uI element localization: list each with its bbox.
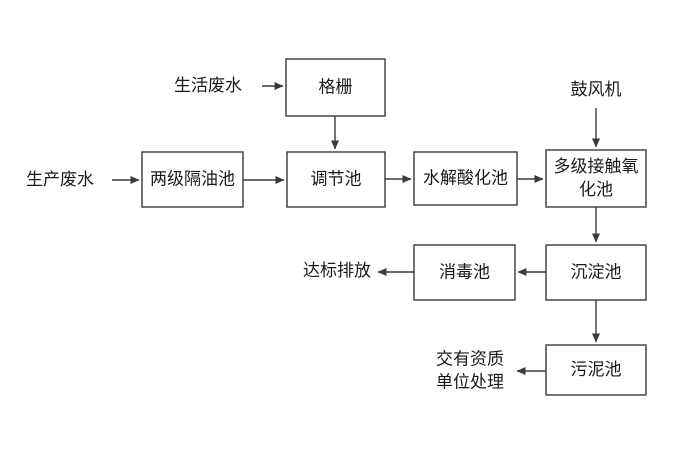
node-label-oil_sep-line: 两级隔油池 (150, 170, 235, 190)
free-label-production_ww-line: 生产废水 (26, 170, 94, 190)
node-label-sludge-line: 污泥池 (571, 360, 622, 380)
node-label-sediment-line: 沉淀池 (571, 263, 622, 283)
node-box-contact_oxid[interactable] (545, 149, 647, 208)
node-box-sludge[interactable] (545, 344, 647, 396)
node-box-sediment[interactable] (545, 244, 647, 301)
node-box-hydrolysis[interactable] (413, 151, 518, 206)
edge-layer (112, 82, 600, 375)
free-label-blower-line: 鼓风机 (571, 80, 622, 100)
free-label-qualified_unit-line: 交有资质 (436, 350, 504, 370)
node-box-grille[interactable] (285, 58, 386, 117)
free-label-domestic_ww-line: 生活废水 (174, 76, 242, 96)
node-label-disinfect-line: 消毒池 (439, 263, 490, 283)
node-label-hydrolysis-line: 水解酸化池 (423, 169, 508, 189)
node-box-oil_sep[interactable] (141, 151, 244, 208)
node-box-regulating[interactable] (286, 151, 386, 208)
node-label-contact_oxid-line: 化池 (579, 180, 613, 200)
node-box-disinfect[interactable] (413, 244, 516, 301)
free-label-qualified_unit-line: 单位处理 (436, 373, 504, 393)
node-label-regulating-line: 调节池 (311, 170, 362, 190)
node-label-contact_oxid-line: 多级接触氧 (554, 157, 639, 177)
node-label-grille-line: 格栅 (319, 78, 353, 98)
free-label-discharge-line: 达标排放 (303, 261, 371, 281)
